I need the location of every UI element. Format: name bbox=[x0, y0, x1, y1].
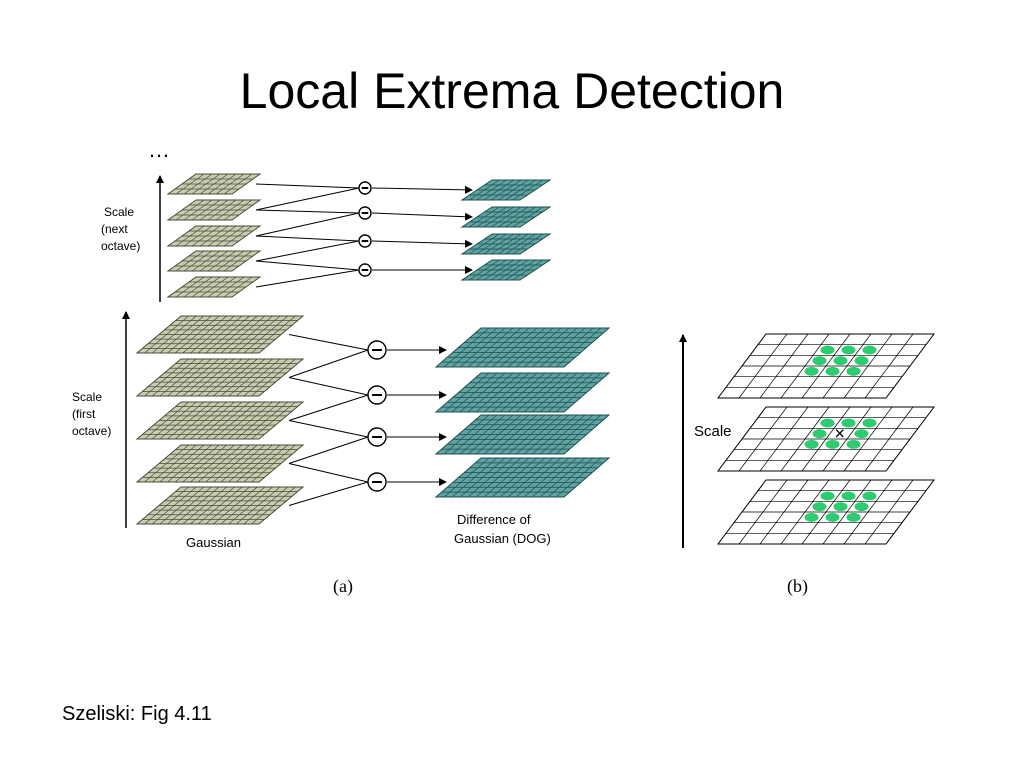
neighbor-dot-p3-3-5 bbox=[846, 512, 861, 522]
ellipsis: … bbox=[148, 137, 170, 162]
neighbor-dot-p2-1-4 bbox=[841, 418, 856, 428]
label-scale-first-octave: Scale (first octave) bbox=[72, 390, 111, 438]
next-in-a-2 bbox=[255, 209, 360, 214]
gaussian-first-4-grid bbox=[142, 444, 298, 483]
dog-next-3-grid bbox=[469, 233, 543, 255]
neighbor-dot-p1-1-4 bbox=[841, 345, 856, 355]
first-in-a-4 bbox=[288, 463, 369, 483]
gaussian-next-5-grid bbox=[175, 276, 253, 298]
next-in-b-1 bbox=[255, 187, 360, 211]
gaussian-first-1-grid bbox=[142, 315, 298, 354]
dog-first-4-grid bbox=[441, 457, 604, 498]
next-in-b-4 bbox=[255, 269, 360, 288]
dog-next-1-grid bbox=[469, 179, 543, 201]
gaussian-first-3-grid bbox=[142, 401, 298, 440]
neighbor-dot-p2-3-3 bbox=[804, 439, 819, 449]
neighbor-dot-p1-3-4 bbox=[825, 366, 840, 376]
first-in-a-2 bbox=[288, 377, 369, 396]
next-out-1 bbox=[371, 185, 473, 194]
next-in-a-3 bbox=[255, 235, 360, 242]
scale-plane-2-grid bbox=[726, 406, 926, 472]
center-sample-marker: × bbox=[835, 424, 846, 444]
first-in-a-1 bbox=[288, 334, 369, 351]
neighbor-dot-p3-2-5 bbox=[854, 502, 869, 512]
first-in-b-3 bbox=[288, 436, 369, 464]
next-out-3 bbox=[371, 239, 473, 248]
panel-label-a: (a) bbox=[333, 576, 353, 597]
neighbor-dot-p2-3-4 bbox=[825, 439, 840, 449]
dog-first-1-grid bbox=[441, 327, 604, 368]
neighbor-dot-p1-2-4 bbox=[833, 356, 848, 366]
neighbor-dot-p3-1-4 bbox=[841, 491, 856, 501]
first-in-b-4 bbox=[288, 481, 369, 506]
panel-label-b: (b) bbox=[787, 576, 808, 597]
label-gaussian: Gaussian bbox=[186, 535, 241, 550]
neighbor-dot-p1-1-5 bbox=[862, 345, 877, 355]
gaussian-first-2-grid bbox=[142, 358, 298, 397]
dog-first-3-grid bbox=[441, 414, 604, 455]
next-in-a-1 bbox=[255, 183, 360, 189]
neighbor-dot-p1-3-5 bbox=[846, 366, 861, 376]
first-in-b-1 bbox=[288, 349, 369, 378]
first-in-a-3 bbox=[288, 420, 369, 438]
dog-next-4-grid bbox=[469, 259, 543, 281]
next-in-b-2 bbox=[255, 212, 360, 237]
neighbor-dot-p3-1-5 bbox=[862, 491, 877, 501]
neighbor-dot-p1-3-3 bbox=[804, 366, 819, 376]
scale-plane-3-grid bbox=[726, 479, 926, 545]
neighbor-dot-p3-3-4 bbox=[825, 512, 840, 522]
gaussian-first-5-grid bbox=[142, 486, 298, 525]
neighbor-dot-p3-2-3 bbox=[812, 502, 827, 512]
neighbor-dot-p2-1-5 bbox=[862, 418, 877, 428]
next-in-b-3 bbox=[255, 240, 360, 262]
label-dog: Difference of Gaussian (DOG) bbox=[454, 512, 551, 546]
dog-next-2-grid bbox=[469, 206, 543, 228]
gaussian-next-1-grid bbox=[175, 173, 253, 195]
neighbor-dot-p2-3-5 bbox=[846, 439, 861, 449]
neighbor-dot-p1-2-3 bbox=[812, 356, 827, 366]
gaussian-next-2-grid bbox=[175, 199, 253, 221]
next-out-2 bbox=[371, 212, 473, 221]
slide-caption: Szeliski: Fig 4.11 bbox=[62, 703, 212, 725]
first-in-b-2 bbox=[288, 394, 369, 421]
neighbor-dot-p2-2-5 bbox=[854, 429, 869, 439]
slide-title: Local Extrema Detection bbox=[239, 63, 785, 119]
gaussian-next-4-grid bbox=[175, 250, 253, 272]
label-scale-b: Scale bbox=[694, 423, 732, 440]
next-in-a-4 bbox=[255, 260, 360, 271]
label-scale-next-octave: Scale (next octave) bbox=[101, 205, 140, 253]
neighbor-dot-p1-2-5 bbox=[854, 356, 869, 366]
neighbor-dot-p3-3-3 bbox=[804, 512, 819, 522]
neighbor-dot-p1-1-3 bbox=[820, 345, 835, 355]
neighbor-dot-p3-2-4 bbox=[833, 502, 848, 512]
neighbor-dot-p2-2-3 bbox=[812, 429, 827, 439]
dog-first-2-grid bbox=[441, 372, 604, 413]
scale-plane-1-grid bbox=[726, 333, 926, 399]
neighbor-dot-p2-1-3 bbox=[820, 418, 835, 428]
neighbor-dot-p3-1-3 bbox=[820, 491, 835, 501]
gaussian-next-3-grid bbox=[175, 225, 253, 247]
